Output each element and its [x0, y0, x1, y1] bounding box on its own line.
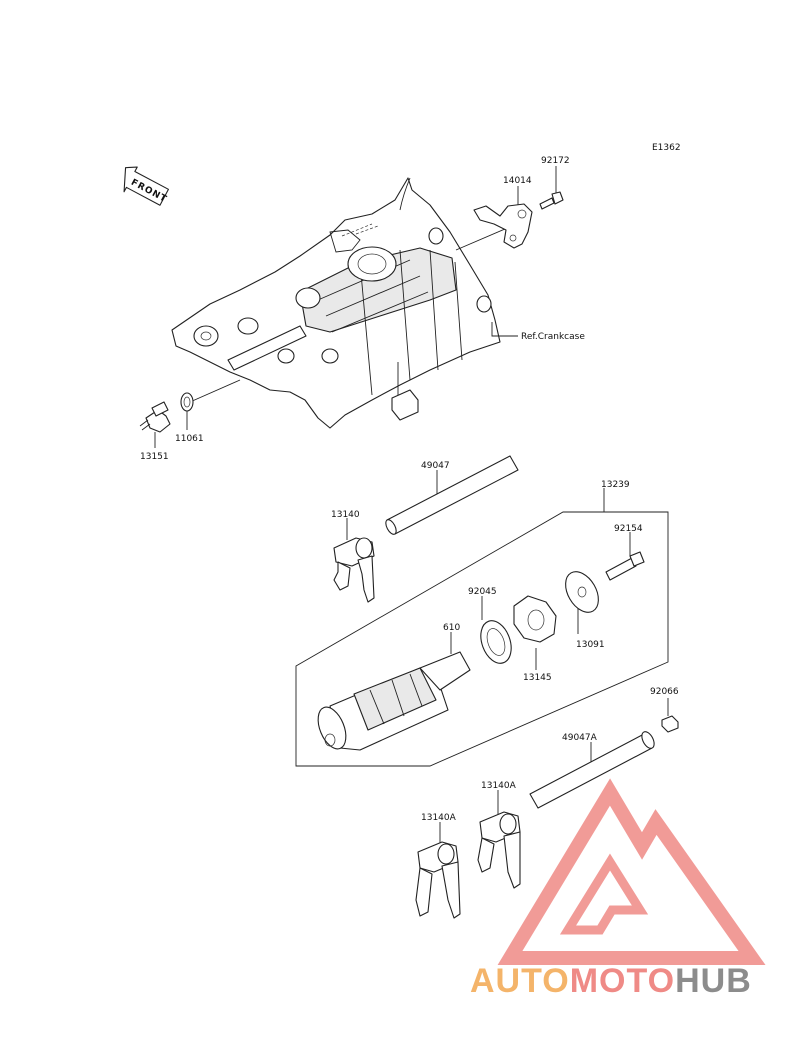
watermark-text: AUTOMOTOHUB [470, 962, 752, 1001]
assembly-outline-13239 [295, 511, 669, 767]
callout-92154: 92154 [614, 524, 643, 534]
pin-92066 [661, 715, 679, 733]
diagram-code: E1362 [652, 143, 681, 153]
plate-13091 [565, 571, 599, 613]
watermark-logo-icon [497, 778, 766, 965]
callout-13140: 13140 [331, 510, 360, 520]
callout-ref-crankcase: Ref.Crankcase [521, 332, 585, 342]
callout-92045: 92045 [468, 587, 497, 597]
callout-49047: 49047 [421, 461, 450, 471]
watermark-auto: AUTO [470, 962, 570, 1000]
shift-fork-13140 [333, 537, 375, 603]
front-arrow-icon: FRONT [123, 166, 169, 206]
watermark-moto: MOTO [569, 962, 676, 1000]
callout-13239: 13239 [601, 480, 630, 490]
shift-rod-49047A [529, 731, 655, 809]
bolt-92154 [605, 551, 645, 581]
bearing-92045 [480, 620, 512, 664]
bracket-14014 [473, 203, 533, 249]
shift-fork-13140A-right [477, 811, 521, 889]
callout-610: 610 [443, 623, 460, 633]
shift-drum [317, 651, 471, 751]
washer-11061 [180, 392, 194, 412]
callout-11061: 11061 [175, 434, 204, 444]
bolt-92172 [539, 191, 564, 210]
crankcase-illustration [171, 177, 501, 429]
callout-13140A-right: 13140A [481, 781, 517, 791]
sensor-13151 [139, 401, 171, 433]
callout-92172: 92172 [541, 156, 570, 166]
callout-13151: 13151 [140, 452, 169, 462]
callout-13140A-left: 13140A [421, 813, 457, 823]
callout-13091: 13091 [576, 640, 605, 650]
callout-92066: 92066 [650, 687, 679, 697]
callout-14014: 14014 [503, 176, 532, 186]
callout-13145: 13145 [523, 673, 552, 683]
callout-49047A: 49047A [562, 733, 598, 743]
shift-fork-13140A-left [415, 841, 461, 919]
callout-labels: 92172 14014 Ref.Crankcase 11061 13151 49… [140, 156, 679, 823]
watermark-hub: HUB [675, 962, 752, 1000]
shift-rod-49047 [385, 455, 519, 535]
holder-13145 [513, 595, 557, 643]
